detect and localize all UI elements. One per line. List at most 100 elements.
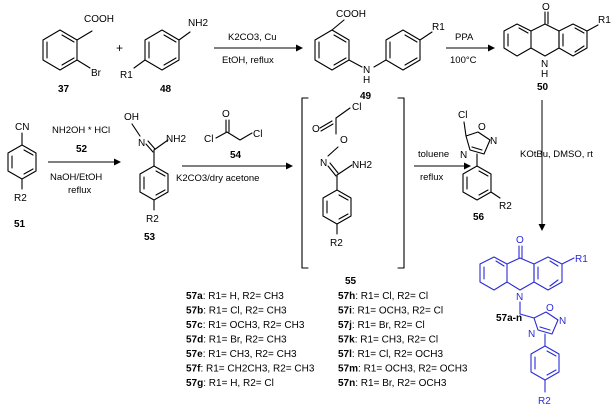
compound-55-cl: Cl [352, 102, 361, 113]
variant-id: 57d [186, 335, 203, 346]
plus-sign: + [116, 41, 123, 55]
variant-row-57b: 57b: R1= Cl, R2= CH3 [186, 306, 287, 317]
variant-id: 57k [338, 335, 355, 346]
variant-id: 57a [186, 291, 203, 302]
cond-step5-top: toluene [418, 149, 449, 160]
compound-37: COOH Br 37 [42, 14, 114, 95]
compound-56: Cl O N N R2 56 [458, 110, 512, 223]
compound-53-nh2: NH2 [166, 134, 186, 145]
variant-row-57k: 57k: R1= CH3, R2= Cl [338, 335, 438, 346]
compound-55-o2: O [340, 135, 348, 146]
variant-substituents: : R1= CH3, R2= Cl [355, 335, 438, 346]
compound-54: O Cl Cl 54 [204, 109, 262, 161]
compound-49-h: H [363, 75, 370, 86]
variant-substituents: : R1= H, R2= Cl [203, 378, 274, 389]
variant-substituents: : R1= OCH3, R2= CH3 [203, 320, 305, 331]
compound-53-r2: R2 [146, 214, 159, 225]
compound-56-r2: R2 [499, 201, 512, 212]
compound-37-number: 37 [58, 84, 70, 95]
variant-substituents: : R1= OCH3, R2= Cl [352, 306, 443, 317]
compound-55-n: N [320, 158, 327, 169]
variant-row-57i: 57i: R1= OCH3, R2= Cl [338, 306, 443, 317]
cond-step3-label: 52 [76, 144, 88, 155]
variant-row-57d: 57d: R1= Br, R2= CH3 [186, 335, 287, 346]
compound-56-o: O [478, 122, 486, 133]
compound-57-r1: R1 [575, 254, 588, 265]
variant-id: 57c [186, 320, 203, 331]
variant-row-57n: 57n: R1= Br, R2= OCH3 [338, 378, 447, 389]
variant-substituents: : R1= CH2CH3, R2= CH3 [200, 364, 314, 375]
variant-id: 57n [338, 378, 355, 389]
compound-49-r1: R1 [432, 22, 445, 33]
variant-id: 57b [186, 306, 203, 317]
compound-54-cl1: Cl [204, 134, 213, 145]
compound-55-nh2: NH2 [352, 160, 372, 171]
variant-row-57e: 57e: R1= CH3, R2= CH3 [186, 349, 297, 360]
compound-54-cl2: Cl [253, 129, 262, 140]
compound-57-n: N [516, 292, 523, 303]
cond-step4-bottom: K2CO3/dry acetone [176, 173, 259, 184]
compound-57: O R1 N O N N R2 57a-n [479, 235, 588, 407]
variant-id: 57h [338, 291, 355, 302]
variant-row-57l: 57l: R1= Cl, R2= OCH3 [338, 349, 443, 360]
compound-49: COOH N H R1 49 [314, 9, 445, 102]
compound-51-cn: CN [15, 122, 29, 133]
compound-53: OH N NH2 R2 53 [124, 112, 186, 243]
compound-56-n2: N [460, 150, 467, 161]
variant-row-57m: 57m: R1= OCH3, R2= OCH3 [338, 364, 468, 375]
cond-step3-bottom1: NaOH/EtOH [50, 172, 102, 183]
variant-row-57j: 57j: R1= Br, R2= Cl [338, 320, 425, 331]
compound-50-number: 50 [537, 82, 549, 93]
variant-substituents: : R1= H, R2= CH3 [203, 291, 285, 302]
compound-51: CN R2 51 [7, 122, 37, 230]
compound-53-number: 53 [144, 232, 156, 243]
bracket-right [397, 97, 405, 269]
compound-51-number: 51 [14, 219, 26, 230]
cond-step6: KOtBu, DMSO, rt [520, 149, 593, 160]
compound-50-o: O [542, 2, 550, 13]
variant-id: 57j [338, 320, 352, 331]
variant-row-57f: 57f: R1= CH2CH3, R2= CH3 [186, 364, 315, 375]
variant-id: 57f [186, 364, 201, 375]
variant-id: 57l [338, 349, 352, 360]
variant-substituents: : R1= Cl, R2= Cl [355, 291, 428, 302]
compound-51-r2: R2 [14, 193, 27, 204]
compound-49-number: 49 [360, 91, 372, 102]
variant-substituents: : R1= Cl, R2= OCH3 [352, 349, 444, 360]
compound-57-ox-o: O [546, 303, 554, 314]
compound-55-r2: R2 [330, 238, 343, 249]
compound-49-n: N [363, 65, 370, 76]
compound-56-n1: N [490, 136, 497, 147]
compound-48-r1: R1 [120, 70, 133, 81]
variant-substituents: : R1= Br, R2= OCH3 [355, 378, 447, 389]
compound-57-label: 57a-n [496, 313, 522, 324]
compound-54-number: 54 [230, 150, 242, 161]
compound-50-h: H [541, 69, 548, 80]
compound-55: Cl O O N NH2 R2 55 [301, 97, 405, 287]
compound-57-r2: R2 [538, 396, 551, 407]
cond-step1-top: K2CO3, Cu [228, 32, 277, 43]
compound-53-n: N [138, 138, 145, 149]
variant-id: 57m [338, 364, 358, 375]
compound-50: O N H R1 50 [503, 2, 611, 93]
compound-37-cooh: COOH [84, 14, 114, 25]
bracket-left [301, 97, 309, 269]
variant-row-57g: 57g: R1= H, R2= Cl [186, 378, 274, 389]
compound-49-cooh: COOH [336, 9, 366, 20]
variant-substituents: : R1= Br, R2= Cl [352, 320, 425, 331]
compound-55-number: 55 [345, 276, 357, 287]
variant-row-57h: 57h: R1= Cl, R2= Cl [338, 291, 428, 302]
cond-step3-top: NH2OH * HCl [52, 125, 110, 136]
variant-id: 57g [186, 378, 203, 389]
cond-step3-bottom2: reflux [68, 185, 91, 196]
compound-50-r1: R1 [598, 15, 611, 26]
compound-48-nh2: NH2 [188, 18, 208, 29]
variant-substituents: : R1= Cl, R2= CH3 [203, 306, 287, 317]
compound-50-n: N [541, 59, 548, 70]
variant-id: 57i [338, 306, 352, 317]
cond-step1-bottom: EtOH, reflux [222, 55, 274, 66]
cond-step5-bottom: reflux [420, 172, 443, 183]
variant-row-57a: 57a: R1= H, R2= CH3 [186, 291, 284, 302]
compound-57-ox-n1: N [559, 316, 566, 327]
